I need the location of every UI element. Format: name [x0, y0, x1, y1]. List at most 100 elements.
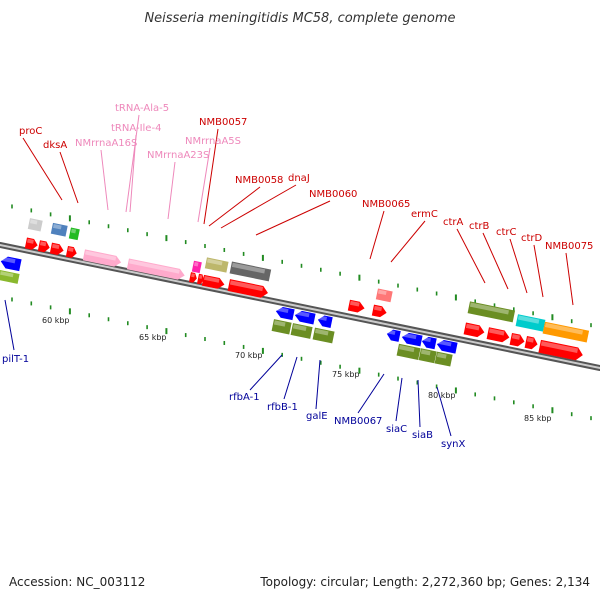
gene-label-synX: synX	[441, 439, 465, 450]
gene-red-7	[201, 274, 225, 289]
scale-label-85: 85 kbp	[524, 414, 552, 423]
gene-synX-b	[418, 348, 437, 364]
leader-ctrB	[482, 232, 509, 290]
gene-label-siaC: siaC	[386, 424, 407, 435]
kbp-scale-labels: 60 kbp 65 kbp 70 kbp 75 kbp 80 kbp 85 kb…	[42, 316, 552, 423]
gene-label-NMB0057: NMB0057	[199, 117, 247, 128]
gene-ctrD	[542, 321, 590, 343]
gene-label-NMB0065: NMB0065	[362, 199, 410, 210]
gene-label-dksA: dksA	[43, 140, 67, 151]
leader-rfbA-1	[249, 354, 283, 391]
label-leader-lines	[4, 114, 574, 437]
gene-synX-c	[434, 351, 453, 367]
leader-NMB0075	[565, 252, 574, 306]
gene-label-NMB0058: NMB0058	[235, 175, 283, 186]
gene-label-NMrrnaA23S: NMrrnaA23S	[147, 150, 209, 161]
gene-red-8	[463, 322, 485, 338]
gene-dnaJ	[229, 261, 272, 282]
scale-label-75: 75 kbp	[332, 370, 360, 379]
gene-red-6	[196, 273, 204, 285]
gene-label-NMB0067: NMB0067	[334, 416, 382, 427]
gene-rfbA-1	[275, 306, 295, 321]
leader-rfbB-1	[283, 356, 298, 400]
leader-siaC	[395, 377, 403, 422]
gene-label-NMrrnaA5S: NMrrnaA5S	[185, 136, 241, 147]
scale-label-70: 70 kbp	[235, 351, 263, 360]
page-title: Neisseria meningitidis MC58, complete ge…	[144, 11, 455, 26]
gene-label-proC: proC	[19, 126, 42, 137]
gene-label-rfbB-1: rfbB-1	[267, 402, 298, 413]
scale-label-60: 60 kbp	[42, 316, 70, 325]
gene-siaC-a	[386, 329, 401, 342]
leader-5S	[197, 147, 211, 223]
gene-label-pilT-1: pilT-1	[2, 354, 29, 365]
genome-backbone	[0, 242, 600, 371]
gene-NMB0065-b	[371, 304, 387, 318]
gene-label-NMB0060: NMB0060	[309, 189, 357, 200]
leader-pilT-1	[4, 299, 15, 351]
gene-label-ctrB: ctrB	[469, 221, 490, 232]
gene-siaC-c	[421, 336, 437, 350]
gene-label-ermC: ermC	[411, 209, 438, 220]
leader-tRNA-Ile	[129, 134, 137, 213]
gene-red-1	[24, 237, 38, 250]
gene-galE-a	[271, 319, 292, 335]
upper-gene-labels: proC dksA NMrrnaA16S tRNA-Ala-5 tRNA-Ile…	[19, 103, 593, 252]
leader-NMB0060	[255, 200, 331, 236]
gene-green-small	[68, 227, 80, 241]
gene-label-tRNA-Ile-4: tRNA-Ile-4	[111, 123, 161, 134]
leader-dksA	[59, 151, 79, 204]
scale-label-80: 80 kbp	[428, 391, 456, 400]
gene-NMB0065-a	[347, 299, 365, 313]
gene-features	[0, 218, 590, 367]
leader-23S	[167, 161, 176, 220]
gene-label-ctrA: ctrA	[443, 217, 464, 228]
gene-label-dnaJ: dnaJ	[288, 173, 310, 184]
leader-siaB	[417, 379, 421, 428]
gene-ctrA	[467, 301, 516, 323]
gene-label-tRNA-Ala-5: tRNA-Ala-5	[115, 103, 169, 114]
gene-proC	[27, 218, 43, 232]
gene-label-ctrD: ctrD	[521, 233, 543, 244]
tick-track-lower	[11, 297, 592, 421]
tick-track-upper	[11, 204, 592, 328]
gene-dksA	[50, 222, 68, 237]
leader-NMB0057	[203, 128, 219, 225]
gene-red-12	[538, 339, 583, 361]
gene-red-NMB0060	[227, 279, 268, 298]
gene-red-3	[49, 242, 64, 256]
leader-16S	[100, 149, 109, 211]
gene-label-siaB: siaB	[412, 430, 433, 441]
gene-NMB0057	[204, 257, 229, 273]
lower-gene-labels: pilT-1 rfbA-1 rfbB-1 galE NMB0067 siaC s…	[2, 354, 465, 450]
gene-label-rfbA-1: rfbA-1	[229, 392, 260, 403]
gene-blue-3	[317, 315, 333, 328]
leader-ctrD	[533, 244, 544, 298]
gene-red-4	[65, 245, 77, 258]
leader-proC	[22, 137, 63, 201]
gene-siaB	[436, 339, 458, 354]
leader-ermC	[390, 220, 426, 263]
gene-red-9	[486, 327, 510, 343]
scale-label-65: 65 kbp	[139, 333, 167, 342]
gene-rfbB-1	[294, 310, 316, 325]
gene-label-NMB0075: NMB0075	[545, 241, 593, 252]
gene-galE-b	[290, 323, 313, 339]
gene-rrna23S	[126, 258, 185, 280]
accession-text: Accession: NC_003112	[9, 575, 145, 589]
leader-synX	[436, 386, 452, 437]
gene-ctrB	[515, 314, 546, 332]
gene-label-ctrC: ctrC	[496, 227, 517, 238]
genome-summary-text: Topology: circular; Length: 2,272,360 bp…	[259, 575, 590, 589]
gene-red-5	[188, 272, 197, 283]
gene-pilT-olive	[0, 270, 20, 284]
gene-rrna5S	[191, 260, 202, 274]
gene-label-galE: galE	[306, 411, 328, 422]
leader-dnaJ	[220, 184, 297, 229]
gene-red-2	[37, 240, 50, 253]
gene-siaC-b	[401, 332, 423, 347]
gene-rrna16S	[82, 249, 122, 267]
gene-synX-a	[396, 343, 421, 360]
leader-tRNA-Ala	[125, 114, 140, 213]
